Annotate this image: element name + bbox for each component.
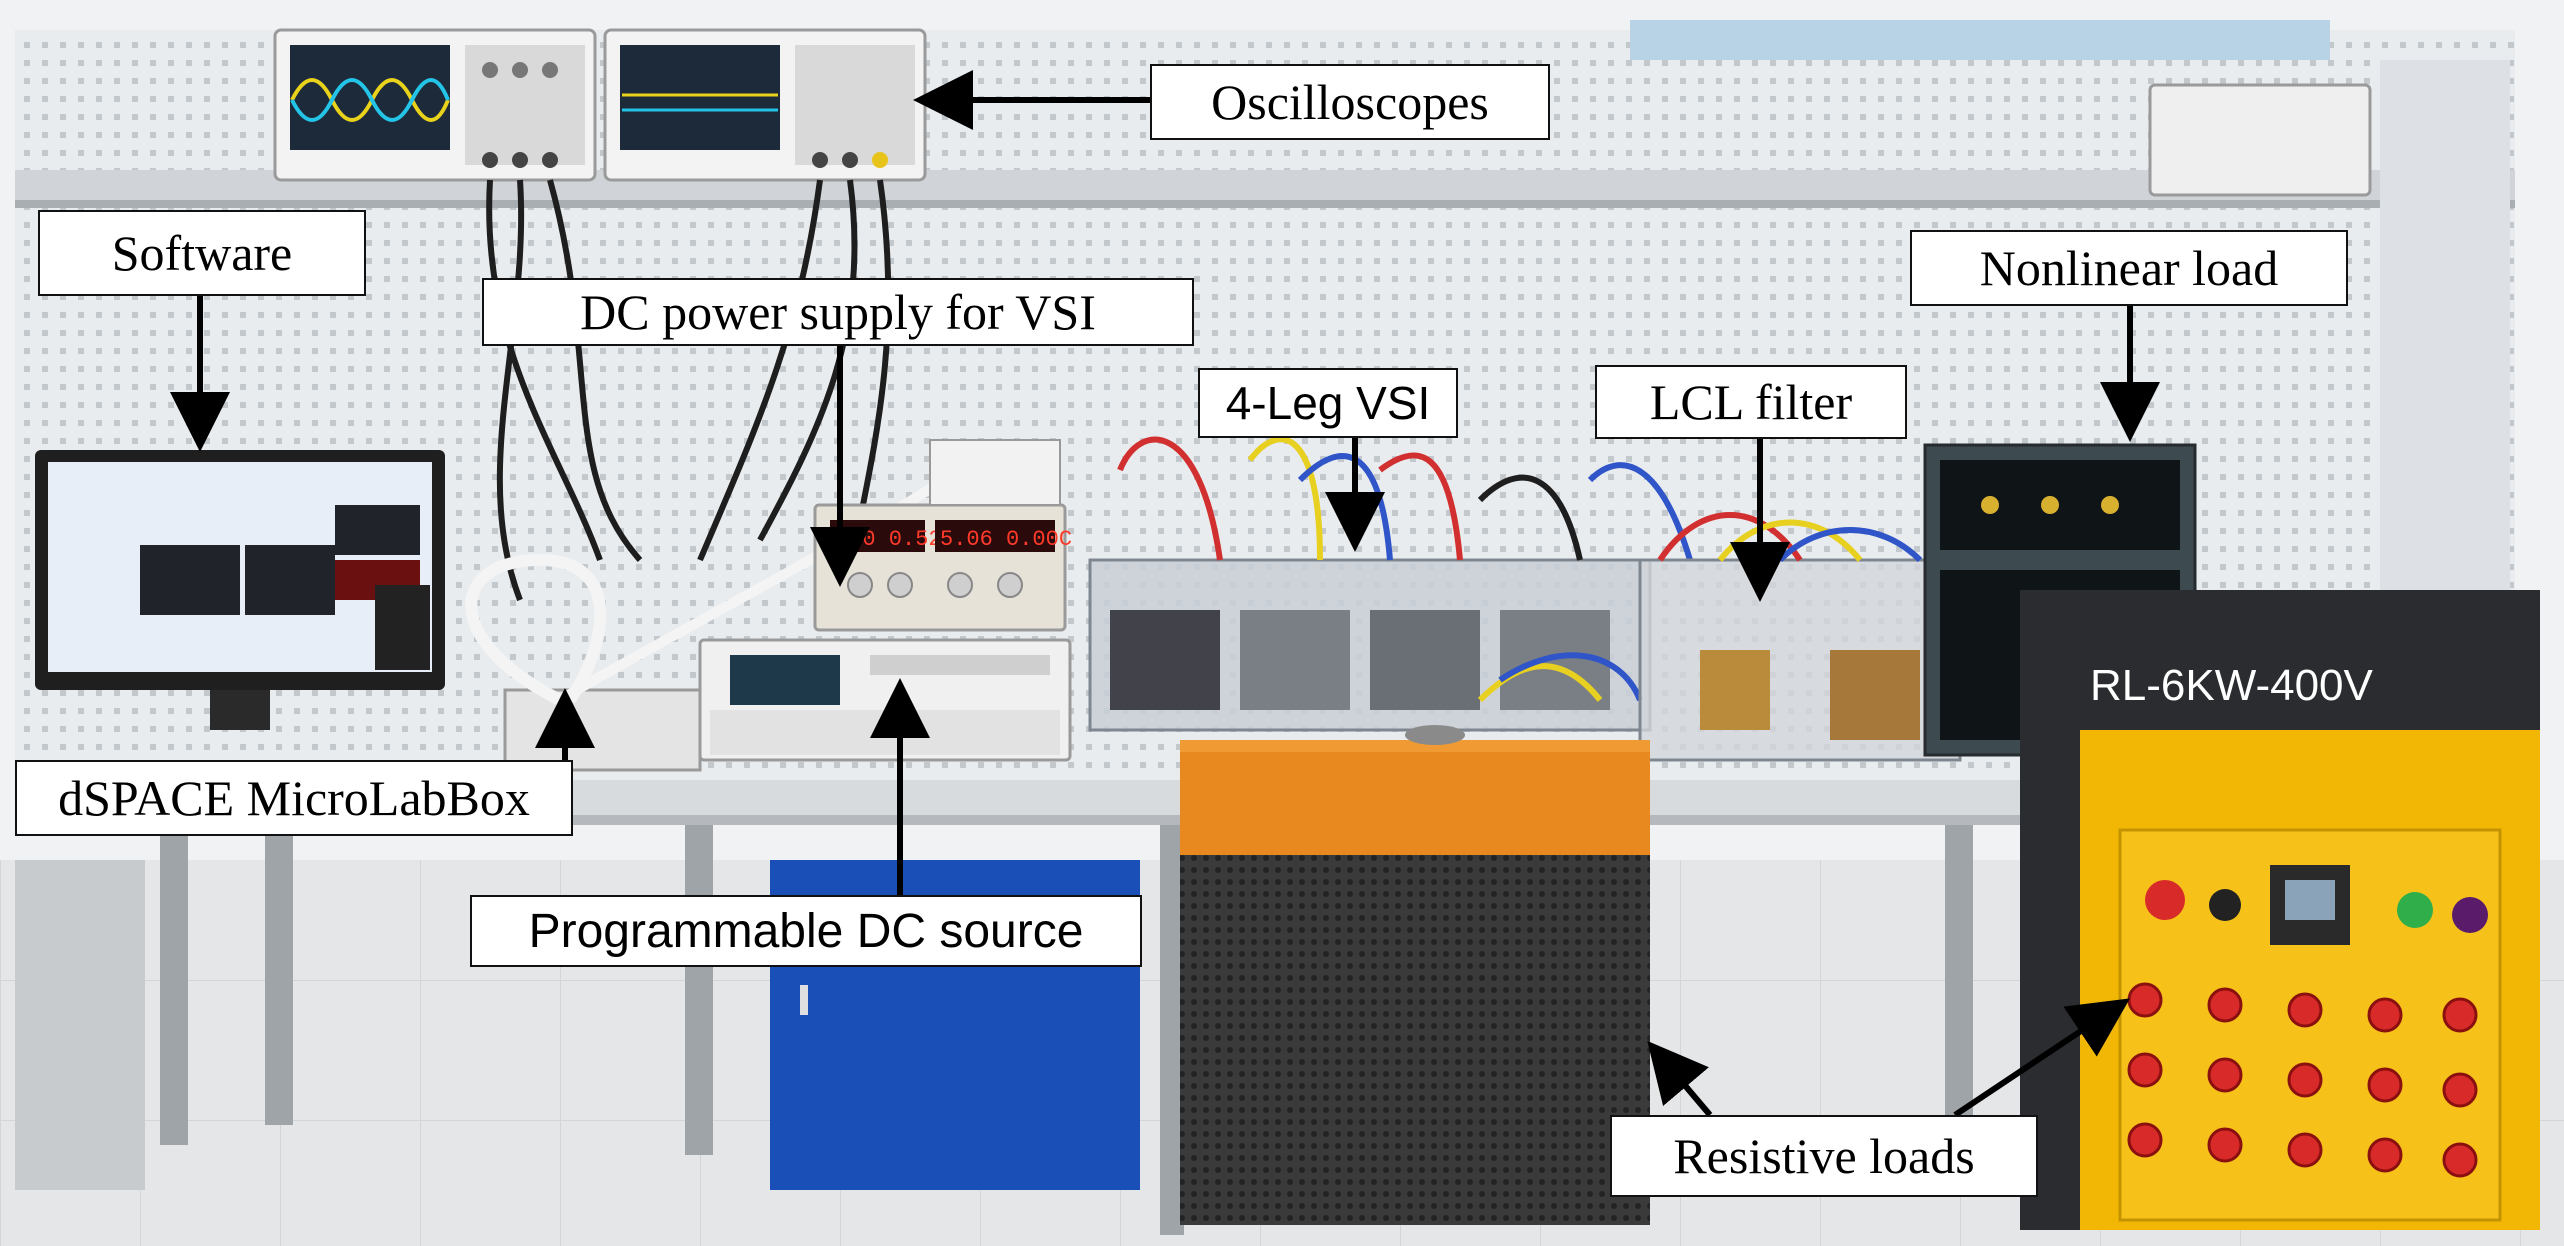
dc-power-supply-label: DC power supply for VSI bbox=[482, 278, 1194, 346]
programmable-dc-source bbox=[698, 638, 1072, 762]
oscilloscope-2 bbox=[603, 28, 927, 182]
lcl-filter-label: LCL filter bbox=[1595, 365, 1907, 439]
svg-text:5.06 0.00C: 5.06 0.00C bbox=[940, 527, 1072, 552]
load-bank-model: RL-6KW-400V bbox=[2090, 661, 2374, 710]
oscilloscope-1 bbox=[273, 28, 597, 182]
four-leg-vsi bbox=[1088, 558, 1652, 732]
bench-power-supply bbox=[2148, 83, 2372, 197]
dspace-box bbox=[503, 688, 702, 772]
nonlinear-load-label: Nonlinear load bbox=[1910, 230, 2348, 306]
oscilloscopes-label: Oscilloscopes bbox=[1150, 64, 1550, 140]
annotation-arrows bbox=[170, 70, 2160, 1118]
vsi-wiring bbox=[1117, 436, 1693, 703]
orange-load-bank bbox=[1180, 725, 1650, 1225]
programmable-dc-label: Programmable DC source bbox=[470, 895, 1142, 967]
arrow-resistive-loads-left bbox=[1647, 1040, 1713, 1117]
dspace-label: dSPACE MicroLabBox bbox=[15, 760, 573, 836]
probe-cables bbox=[486, 179, 892, 602]
four-leg-vsi-label: 4-Leg VSI bbox=[1198, 368, 1458, 438]
software-label: Software bbox=[38, 210, 366, 296]
monitor bbox=[35, 450, 445, 730]
arrow-resistive-loads-right bbox=[1953, 998, 2130, 1118]
window-strip bbox=[1630, 20, 2330, 60]
lcl-filter bbox=[1638, 558, 1962, 762]
wall-pillar bbox=[2380, 60, 2510, 600]
yellow-load-bank: RL-6KW-400V bbox=[2020, 590, 2540, 1230]
resistive-loads-label: Resistive loads bbox=[1610, 1115, 2038, 1197]
